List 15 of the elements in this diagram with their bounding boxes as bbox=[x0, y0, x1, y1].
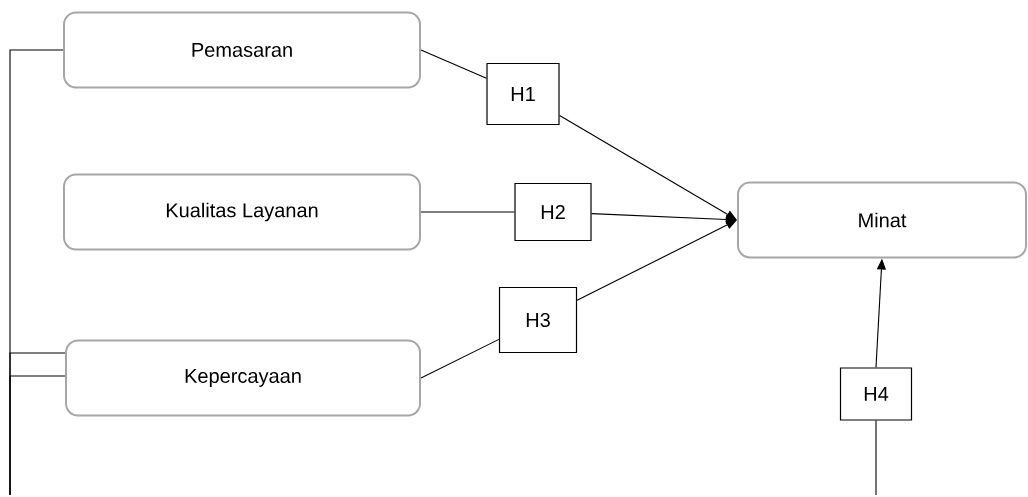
arrow bbox=[559, 115, 737, 220]
variable-box: Pemasaran bbox=[63, 11, 421, 89]
variable-box: Kepercayaan bbox=[65, 339, 421, 417]
connector-line bbox=[420, 338, 500, 379]
connector-line bbox=[420, 49, 487, 79]
hypothesis-box: H4 bbox=[839, 367, 913, 421]
arrow bbox=[576, 220, 737, 301]
connector-line bbox=[875, 420, 877, 496]
hypothesis-box: H2 bbox=[514, 182, 592, 242]
connector-line bbox=[9, 375, 66, 496]
hypothesis-box: H3 bbox=[498, 286, 578, 354]
variable-box: Kualitas Layanan bbox=[63, 173, 421, 251]
connector-line bbox=[420, 211, 515, 213]
variable-box: Minat bbox=[737, 181, 1027, 259]
hypothesis-box: H1 bbox=[486, 62, 560, 126]
